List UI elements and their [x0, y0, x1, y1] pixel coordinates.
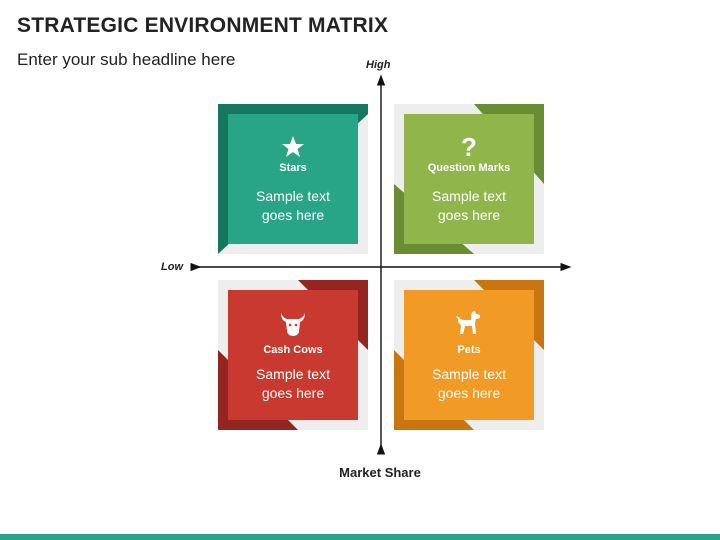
quadrant-question-marks: ? Question Marks Sample text goes here	[394, 104, 544, 254]
quadrant-text-line2: goes here	[437, 207, 501, 223]
quadrant-name: Pets	[457, 344, 481, 356]
quadrant-text-line1: Sample text	[256, 366, 330, 382]
quadrant-text-line1: Sample text	[432, 188, 506, 204]
quadrant-name: Question Marks	[427, 162, 511, 174]
quadrant-name: Stars	[279, 162, 307, 174]
quadrant-name: Cash Cows	[263, 344, 323, 356]
axis-label-high: High	[366, 59, 391, 71]
axis-label-low: Low	[161, 261, 183, 273]
star-icon	[228, 132, 358, 162]
quadrant-stars: Stars Sample text goes here	[218, 104, 368, 254]
page-subtitle: Enter your sub headline here	[17, 50, 236, 69]
quadrant-text-line1: Sample text	[256, 188, 330, 204]
axis-title-market-share: Market Share	[339, 465, 421, 480]
question-mark-icon: ?	[404, 132, 534, 162]
page-title: STRATEGIC ENVIRONMENT MATRIX	[17, 14, 389, 37]
dog-icon	[404, 308, 534, 338]
quadrant-text-line2: goes here	[261, 385, 325, 401]
cow-icon	[228, 308, 358, 338]
footer-bar	[0, 534, 720, 540]
quadrant-cash-cows: Cash Cows Sample text goes here	[218, 280, 368, 430]
svg-text:?: ?	[461, 134, 477, 160]
quadrant-text-line2: goes here	[437, 385, 501, 401]
quadrant-text-line1: Sample text	[432, 366, 506, 382]
quadrant-text-line2: goes here	[261, 207, 325, 223]
quadrant-pets: Pets Sample text goes here	[394, 280, 544, 430]
